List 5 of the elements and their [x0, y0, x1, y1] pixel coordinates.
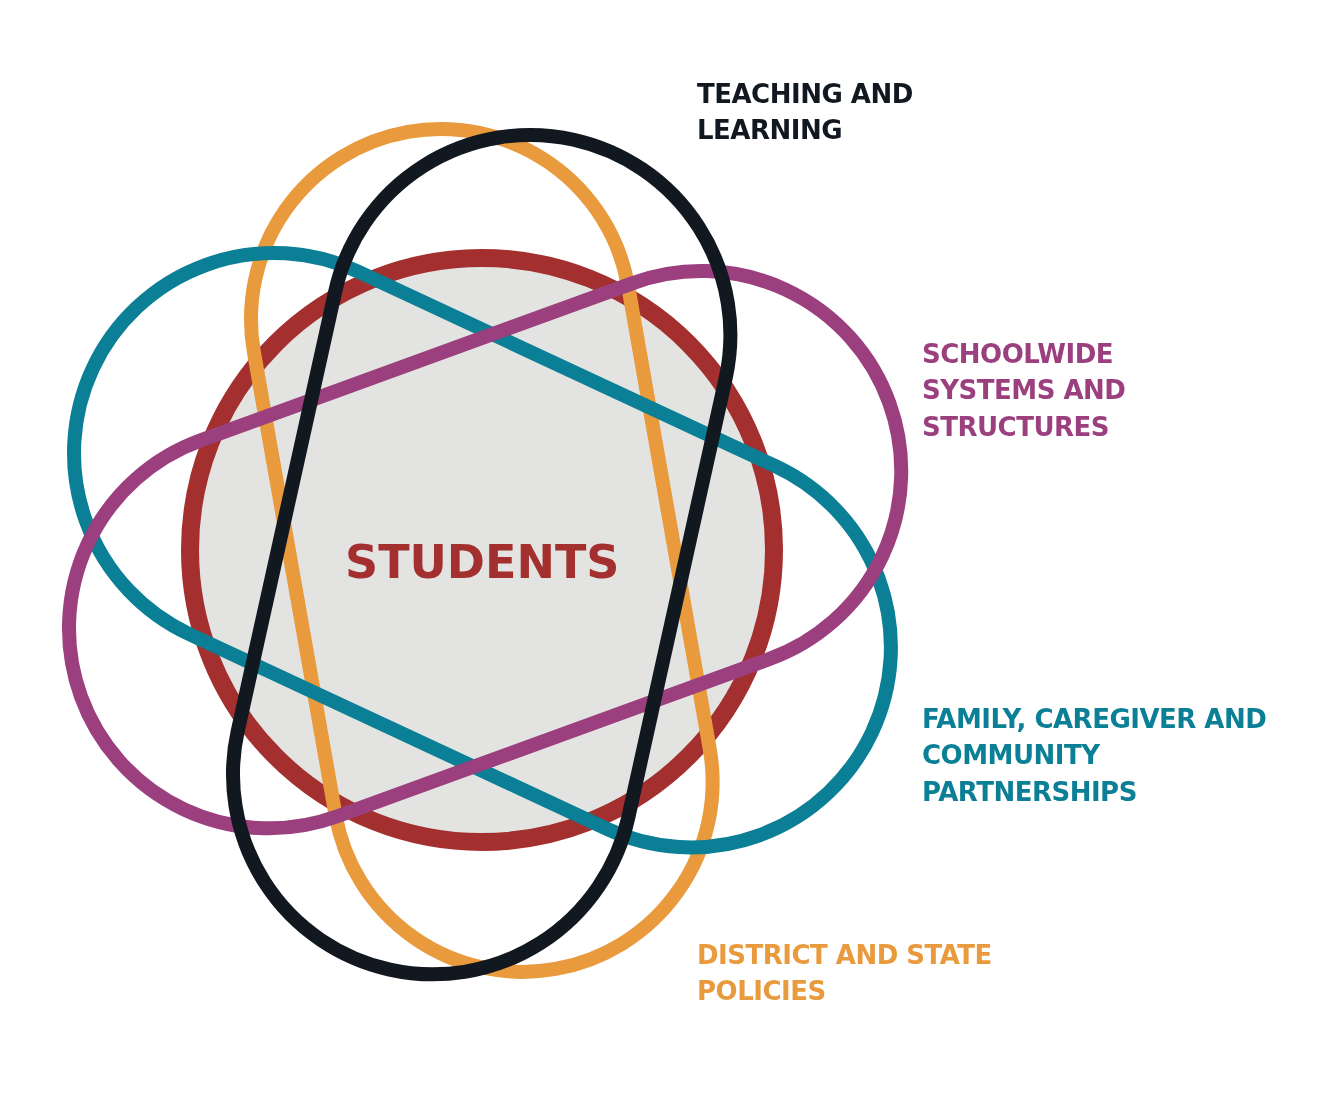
ring-heading: TEACHING AND LEARNING	[697, 78, 914, 148]
ring-heading: FAMILY, CAREGIVER AND COMMUNITY PARTNERSHIPS	[922, 703, 1268, 809]
ring-heading: SCHOOLWIDE SYSTEMS AND STRUCTURES	[922, 338, 1127, 444]
center-label: STUDENTS	[345, 535, 620, 589]
ring-heading: DISTRICT AND STATE POLICIES	[697, 939, 993, 1009]
